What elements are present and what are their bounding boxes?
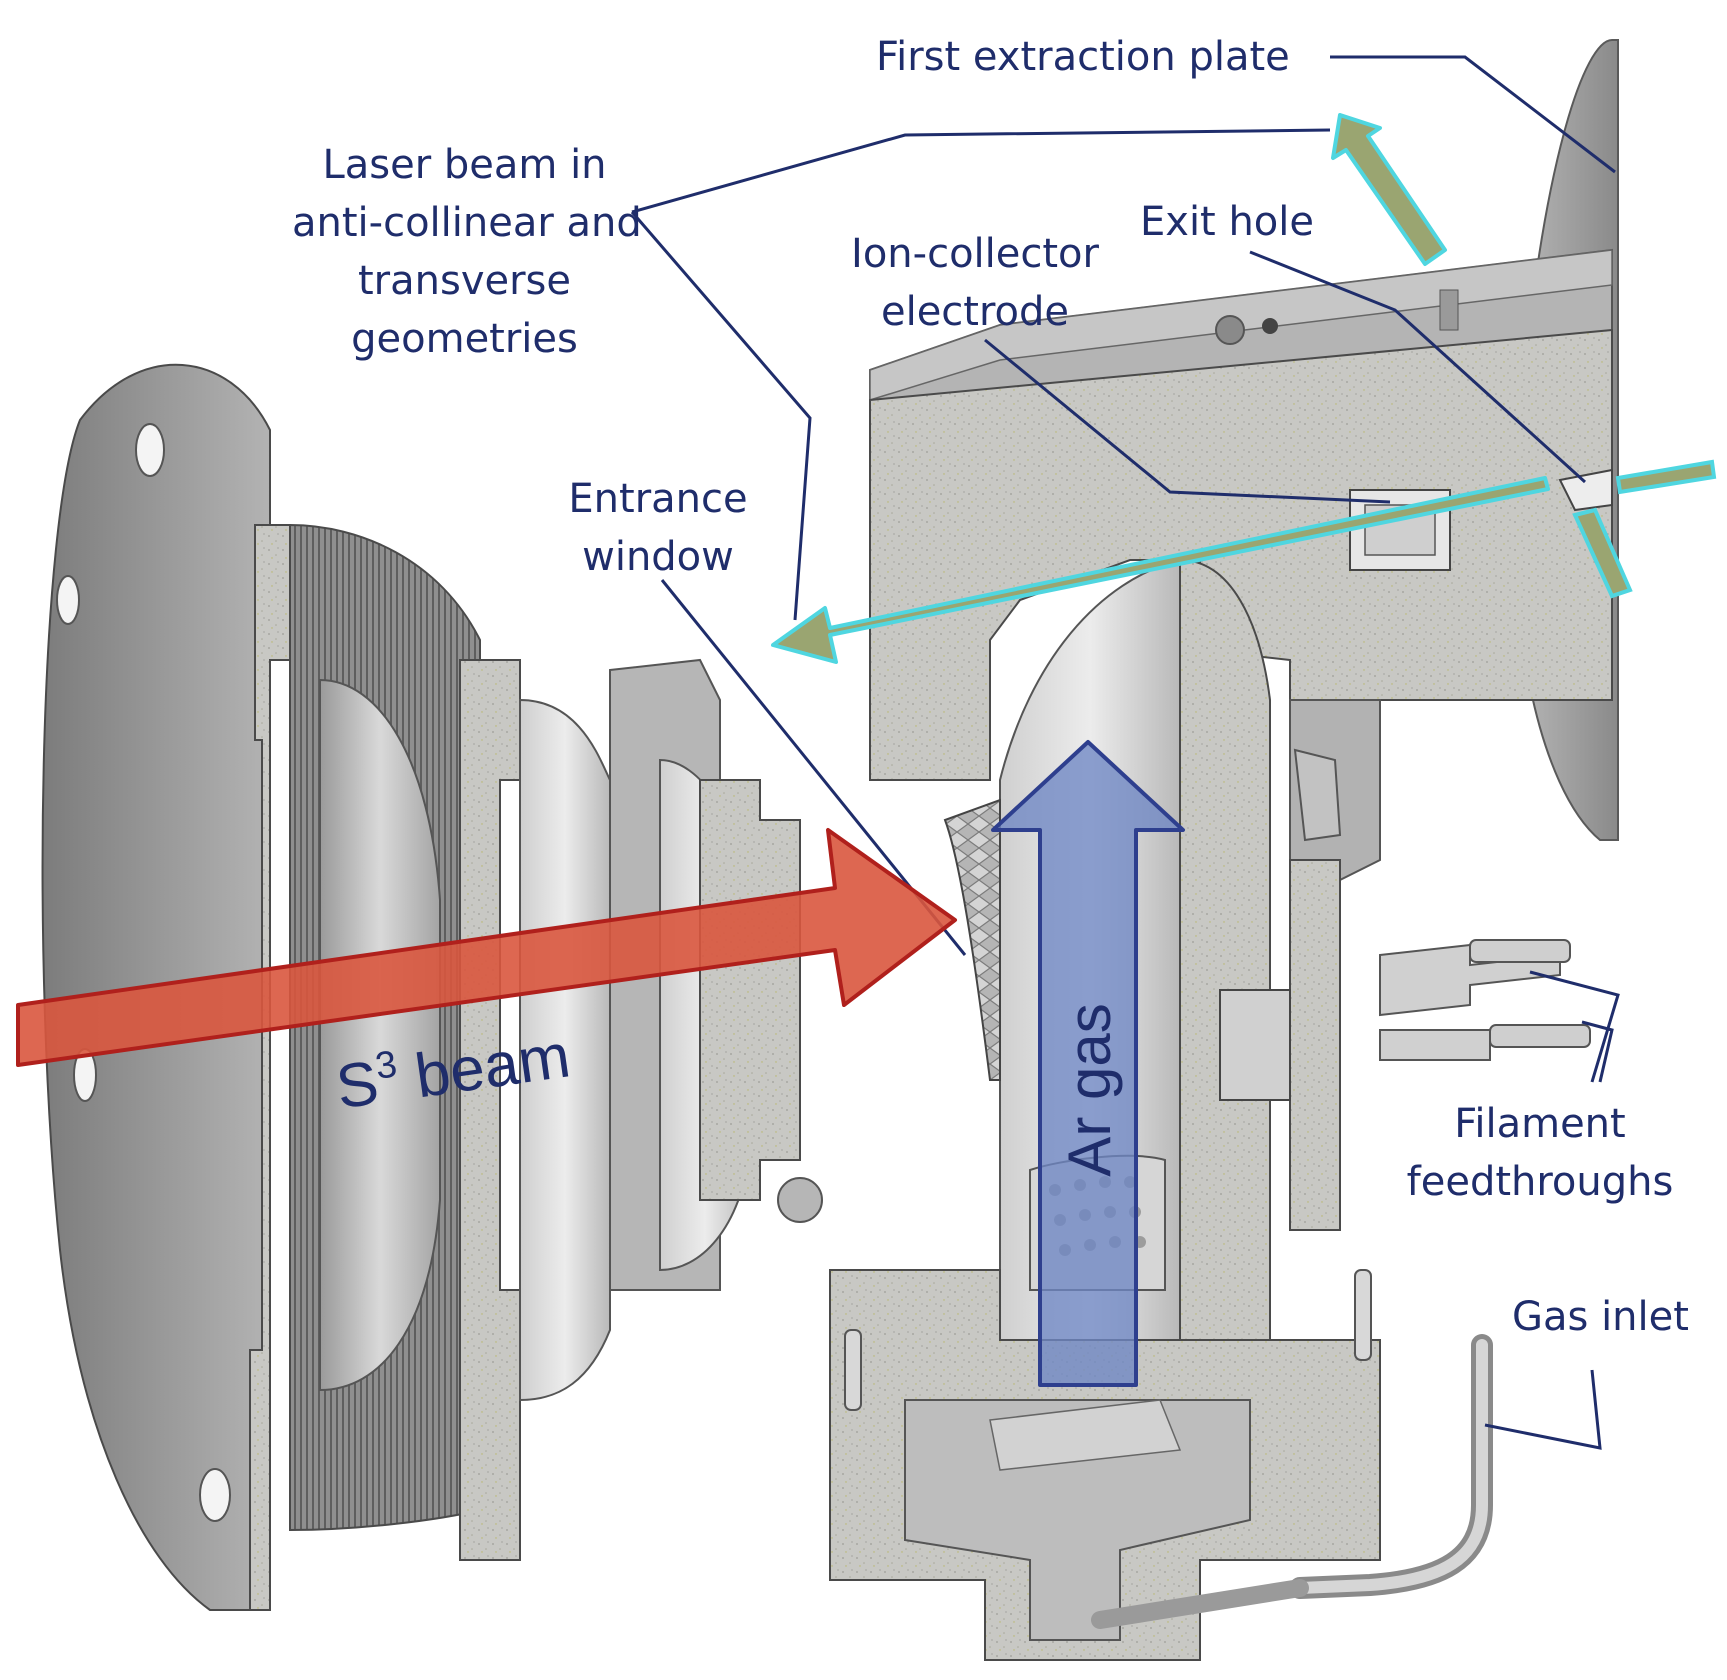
leader-exit-hole [1249, 250, 1587, 484]
label-laser-beam-line-4: geometries [351, 316, 578, 362]
leader-laser-beam-top [631, 128, 1331, 214]
label-first-extraction-plate: First extraction plate [876, 34, 1290, 80]
leader-laser-beam-side [630, 211, 812, 621]
label-laser-beam: Laser beam in anti-collinear and transve… [292, 136, 642, 368]
label-filament-feedthroughs: Filament feedthroughs [1405, 1095, 1675, 1211]
leader-ion-collector [984, 338, 1391, 504]
label-filament-line-1: Filament [1454, 1101, 1626, 1147]
label-entrance-window-line-2: window [582, 534, 734, 580]
label-exit-hole: Exit hole [1140, 199, 1315, 245]
label-ion-collector-line-1: Ion-collector [851, 231, 1099, 277]
ar-gas-label: Ar gas [1056, 1003, 1123, 1176]
label-laser-beam-line-1: Laser beam in [322, 142, 607, 188]
label-laser-beam-line-2: anti-collinear and [292, 200, 642, 246]
laser-beam-transverse-lower [1572, 507, 1633, 599]
cell-right-wall [1179, 558, 1381, 1361]
laser-beam-transverse-up-arrow [1331, 113, 1447, 266]
laser-beams [771, 113, 1717, 664]
leader-first-extraction-plate [1330, 55, 1616, 174]
label-ion-collector: Ion-collector electrode [835, 225, 1115, 341]
adapter-rings [459, 658, 801, 1561]
leader-filament-feedthroughs-2 [1581, 1020, 1614, 1083]
cell-base [777, 1177, 1381, 1661]
label-laser-beam-line-3: transverse [357, 258, 571, 304]
label-filament-line-2: feedthroughs [1406, 1159, 1674, 1205]
laser-beam-anticollinear-arrow [771, 476, 1550, 664]
leader-filament-feedthroughs [1529, 970, 1620, 1083]
label-gas-inlet: Gas inlet [1512, 1294, 1689, 1340]
label-ion-collector-line-2: electrode [880, 289, 1070, 335]
gas-inlet-pipe [1091, 1334, 1493, 1629]
bellows-section [289, 523, 481, 1532]
laser-beam-exit-segment [1615, 459, 1717, 495]
label-entrance-window-line-1: Entrance [568, 476, 748, 522]
ar-gas-arrow: Ar gas [991, 740, 1185, 1387]
filament-feedthrough-rods [1379, 939, 1591, 1061]
label-entrance-window: Entrance window [548, 470, 768, 586]
gas-cell-block [869, 248, 1613, 781]
leader-gas-inlet [1484, 1369, 1602, 1450]
